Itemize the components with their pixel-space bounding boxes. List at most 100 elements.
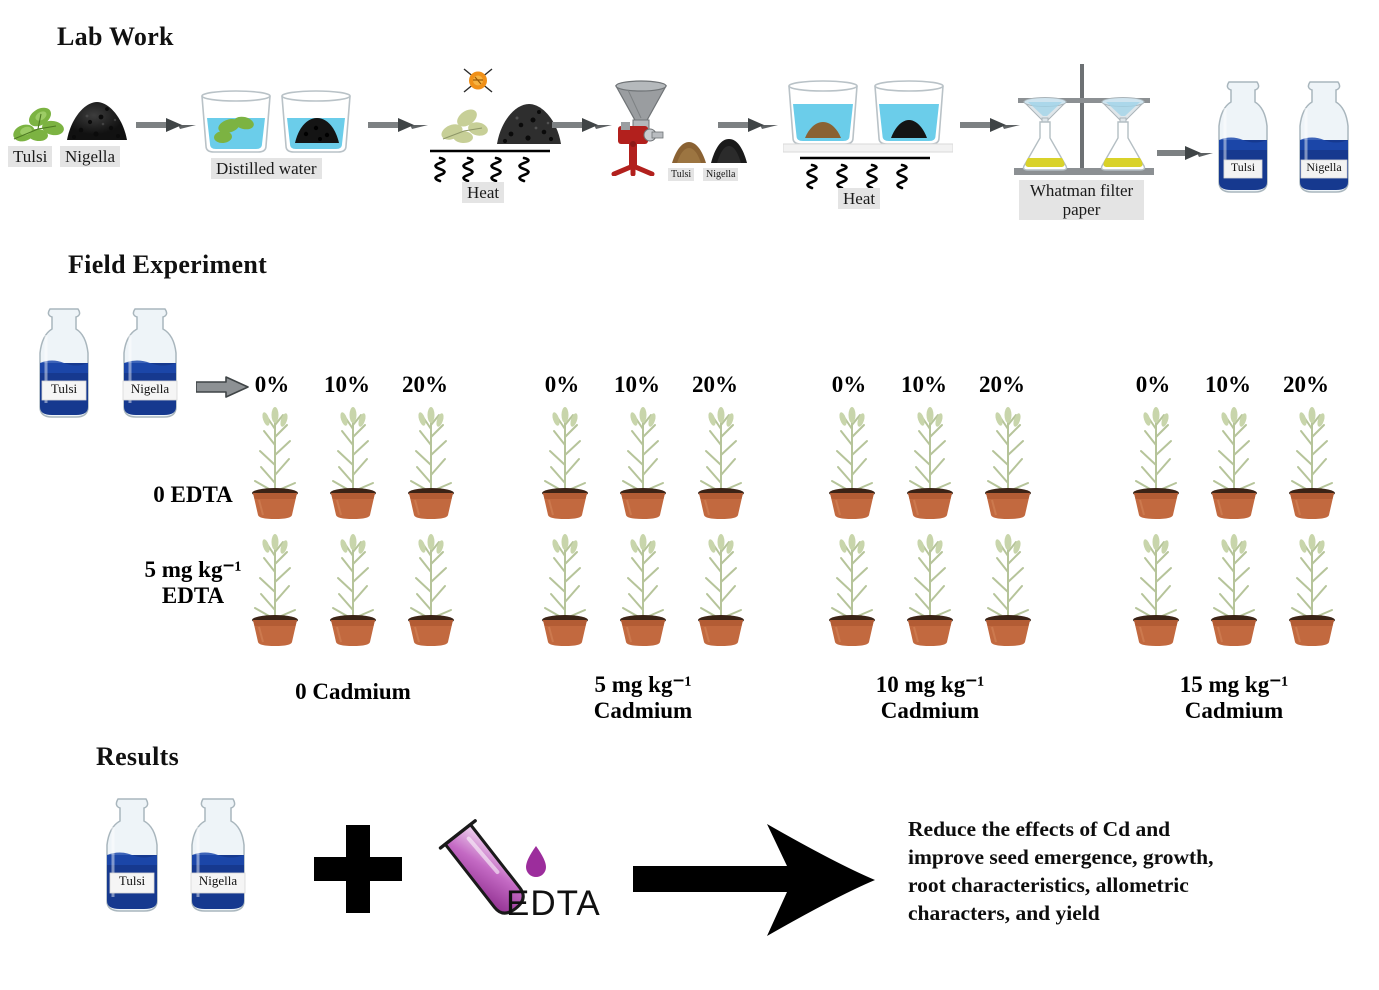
pot-b5-r0-c0 bbox=[535, 405, 595, 525]
field-bottle-tulsi: Tulsi bbox=[28, 305, 100, 428]
cd-10-line2: Cadmium bbox=[880, 697, 980, 723]
process-arrow-5-icon bbox=[960, 115, 1020, 135]
cadmium-label-0: 0 Cadmium bbox=[213, 679, 493, 705]
extraction-beakers-icon bbox=[782, 80, 954, 160]
cd-15-line2: Cadmium bbox=[1184, 697, 1284, 723]
label-nigella-powder: Nigella bbox=[703, 168, 739, 182]
label-heat-2: Heat bbox=[838, 188, 881, 210]
pot-b15-r1-c1 bbox=[1204, 532, 1264, 652]
pot-b0-r1-c1 bbox=[323, 532, 383, 652]
pot-b15-r0-c2 bbox=[1282, 405, 1342, 525]
sun-icon bbox=[461, 66, 495, 96]
pot-b15-r1-c0 bbox=[1126, 532, 1186, 652]
field-process-arrow-icon bbox=[196, 375, 258, 399]
plus-sign-icon bbox=[312, 823, 404, 920]
section-title-field-experiment: Field Experiment bbox=[68, 250, 268, 279]
row-label-5-edta: 5 mg kg⁻¹ EDTA bbox=[128, 557, 258, 609]
label-nigella-raw: Nigella bbox=[60, 146, 121, 168]
nigella-powder-pile-icon bbox=[710, 135, 748, 165]
dose-label-0-block5: 0% bbox=[544, 372, 580, 397]
dose-label-20-block10: 20% bbox=[979, 372, 1025, 397]
section-title-lab-work: Lab Work bbox=[57, 22, 174, 51]
results-bottle-label-tulsi: Tulsi bbox=[118, 873, 146, 888]
dose-label-0-block0: 0% bbox=[254, 372, 290, 397]
distilled-water-beakers-icon bbox=[196, 90, 356, 155]
heat-source-1-icon bbox=[430, 148, 550, 195]
process-arrow-6-icon bbox=[1157, 143, 1213, 163]
process-arrow-4-icon bbox=[718, 115, 778, 135]
dose-label-10-block5: 10% bbox=[614, 372, 660, 397]
pot-b5-r0-c2 bbox=[691, 405, 751, 525]
section-title-results: Results bbox=[96, 742, 179, 771]
cd-5-line1: 5 mg kg⁻¹ bbox=[594, 672, 692, 697]
pot-b15-r1-c2 bbox=[1282, 532, 1342, 652]
dose-label-0-block15: 0% bbox=[1135, 372, 1171, 397]
cadmium-label-5: 5 mg kg⁻¹ Cadmium bbox=[513, 672, 773, 724]
results-arrow-icon bbox=[627, 822, 897, 943]
whatman-line-1: Whatman filter bbox=[1029, 181, 1134, 200]
outcome-line-4: characters, and yield bbox=[908, 900, 1100, 925]
field-bottle-label-tulsi: Tulsi bbox=[50, 380, 78, 396]
results-bottle-nigella: Nigella bbox=[178, 795, 258, 922]
edta-label: EDTA bbox=[506, 884, 601, 923]
pot-b0-r0-c2 bbox=[401, 405, 461, 525]
results-outcome-text: Reduce the effects of Cd and improve see… bbox=[908, 816, 1328, 928]
pot-b5-r1-c1 bbox=[613, 532, 673, 652]
dose-label-10-block10: 10% bbox=[901, 372, 947, 397]
cd-15-line1: 15 mg kg⁻¹ bbox=[1179, 672, 1289, 697]
row-label-0-edta: 0 EDTA bbox=[128, 482, 258, 508]
label-tulsi-powder: Tulsi bbox=[668, 168, 695, 182]
dried-nigella-seeds-icon bbox=[494, 92, 564, 148]
pot-b5-r1-c2 bbox=[691, 532, 751, 652]
process-arrow-1-icon bbox=[136, 115, 196, 135]
edta-test-tube-icon bbox=[428, 818, 558, 933]
cd-10-line1: 10 mg kg⁻¹ bbox=[875, 672, 985, 697]
pot-b15-r0-c1 bbox=[1204, 405, 1264, 525]
heat-source-2-icon bbox=[800, 155, 930, 204]
tulsi-powder-pile-icon bbox=[671, 139, 707, 165]
process-arrow-3-icon bbox=[552, 115, 612, 135]
tulsi-leaf-sprig-icon bbox=[8, 95, 68, 150]
pot-b10-r1-c1 bbox=[900, 532, 960, 652]
filtration-stand-icon bbox=[1010, 62, 1158, 178]
field-bottle-nigella: Nigella bbox=[110, 305, 190, 428]
dose-label-20-block5: 20% bbox=[692, 372, 738, 397]
label-tulsi-raw: Tulsi bbox=[8, 146, 53, 168]
extract-bottle-nigella: Nigella bbox=[1288, 78, 1360, 203]
label-distilled-water: Distilled water bbox=[211, 158, 322, 180]
grinder-icon bbox=[608, 78, 678, 177]
nigella-seed-pile-icon bbox=[63, 90, 131, 145]
dose-label-20-block0: 20% bbox=[402, 372, 448, 397]
pot-b5-r0-c1 bbox=[613, 405, 673, 525]
outcome-line-2: improve seed emergence, growth, bbox=[908, 844, 1214, 869]
pot-b0-r0-c0 bbox=[245, 405, 305, 525]
pot-b10-r1-c0 bbox=[822, 532, 882, 652]
pot-b15-r0-c0 bbox=[1126, 405, 1186, 525]
whatman-line-2: paper bbox=[1062, 200, 1101, 220]
process-arrow-2-icon bbox=[368, 115, 428, 135]
cd-0-line1: 0 Cadmium bbox=[295, 679, 411, 704]
results-bottle-label-nigella: Nigella bbox=[198, 873, 238, 888]
row-0-edta-line1: 0 EDTA bbox=[153, 482, 233, 507]
cd-5-line2: Cadmium bbox=[593, 697, 693, 723]
dried-tulsi-leaves-icon bbox=[438, 100, 490, 148]
row-5-edta-line1: 5 mg kg⁻¹ bbox=[144, 557, 242, 582]
label-whatman-filter-paper: Whatman filter paper bbox=[1019, 180, 1144, 221]
pot-b0-r1-c0 bbox=[245, 532, 305, 652]
dose-label-0-block10: 0% bbox=[831, 372, 867, 397]
pot-b0-r1-c2 bbox=[401, 532, 461, 652]
row-5-edta-line2: EDTA bbox=[161, 582, 225, 608]
outcome-line-3: root characteristics, allometric bbox=[908, 872, 1189, 897]
dose-label-20-block15: 20% bbox=[1283, 372, 1329, 397]
dose-label-10-block15: 10% bbox=[1205, 372, 1251, 397]
bottle-label-nigella: Nigella bbox=[1306, 159, 1342, 174]
pot-b0-r0-c1 bbox=[323, 405, 383, 525]
pot-b10-r0-c2 bbox=[978, 405, 1038, 525]
pot-b10-r0-c0 bbox=[822, 405, 882, 525]
bottle-label-tulsi: Tulsi bbox=[1230, 159, 1256, 174]
outcome-line-1: Reduce the effects of Cd and bbox=[908, 817, 1171, 841]
pot-b10-r1-c2 bbox=[978, 532, 1038, 652]
field-bottle-label-nigella: Nigella bbox=[130, 380, 170, 396]
cadmium-label-10: 10 mg kg⁻¹ Cadmium bbox=[800, 672, 1060, 724]
